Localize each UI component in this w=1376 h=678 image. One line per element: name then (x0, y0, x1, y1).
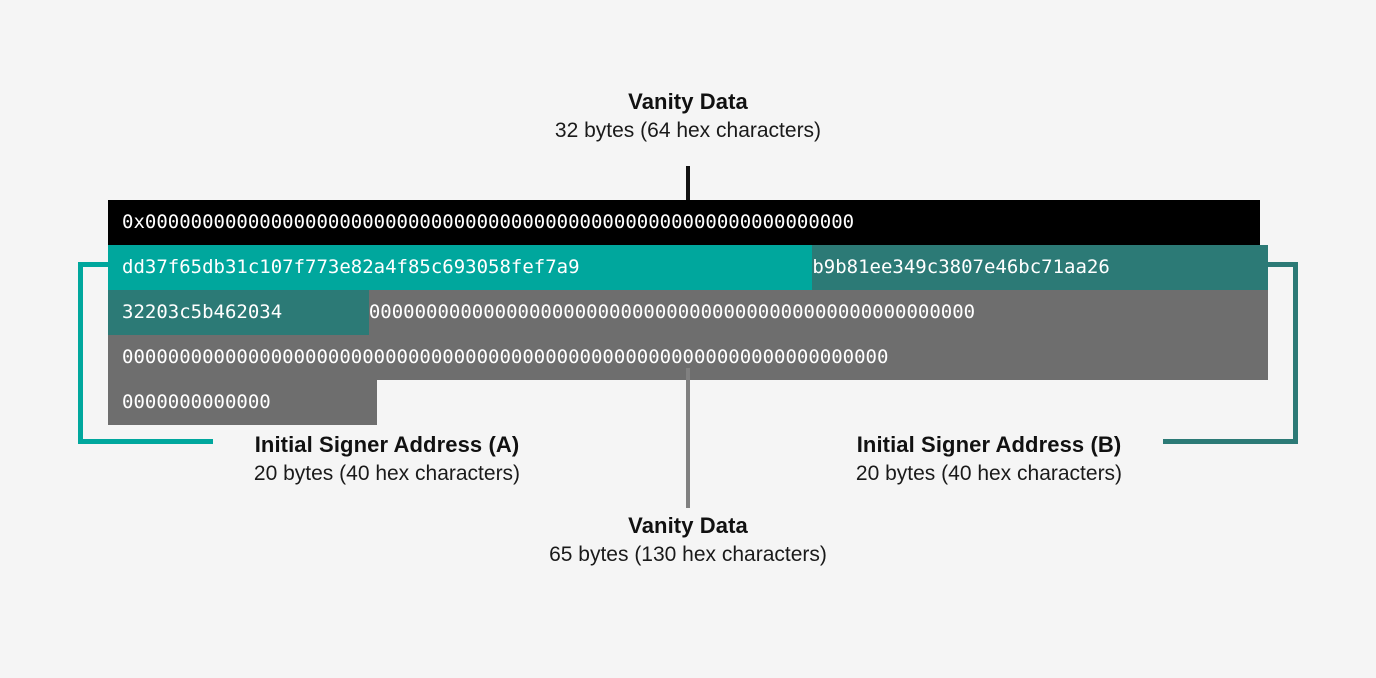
hex-segment-vanity-data-top: 0x00000000000000000000000000000000000000… (108, 200, 1260, 245)
hex-text: 0x00000000000000000000000000000000000000… (122, 211, 855, 233)
signer-a-label: Initial Signer Address (A) 20 bytes (40 … (137, 431, 637, 489)
hex-text: 32203c5b462034 (122, 301, 283, 323)
vanity-data-bottom-label: Vanity Data 65 bytes (130 hex characters… (388, 512, 988, 570)
hex-text: 0000000000000 (122, 391, 271, 413)
signer-a-detail: 20 bytes (40 hex characters) (253, 462, 521, 485)
signer-a-bracket (78, 262, 118, 444)
vanity-data-top-connector (686, 166, 690, 202)
vanity-data-bottom-title: Vanity Data (628, 513, 748, 538)
signer-b-title: Initial Signer Address (B) (856, 432, 1122, 457)
hex-text: b9b81ee349c3807e46bc71aa26 (812, 256, 1110, 278)
hex-text: 0000000000000000000000000000000000000000… (368, 301, 976, 323)
vanity-data-bottom-detail: 65 bytes (130 hex characters) (549, 543, 827, 566)
signer-b-label: Initial Signer Address (B) 20 bytes (40 … (739, 431, 1239, 489)
signer-a-bracket-stub (113, 439, 213, 444)
signer-b-bracket (1258, 262, 1298, 444)
hex-row: 0x00000000000000000000000000000000000000… (108, 200, 1268, 245)
hex-row: 32203c5b462034 00000000000000000000000000… (108, 290, 1268, 335)
hex-text: dd37f65db31c107f773e82a4f85c693058fef7a9 (122, 256, 580, 278)
vanity-data-top-detail: 32 bytes (64 hex characters) (554, 119, 822, 142)
vanity-data-top-title: Vanity Data (628, 89, 748, 114)
vanity-data-bottom-connector (686, 368, 690, 508)
hex-segment-vanity-data-bottom: 0000000000000 (108, 380, 378, 425)
hex-segment-initial-signer-address-a: dd37f65db31c107f773e82a4f85c693058fef7a9 (108, 245, 813, 290)
hex-text: 0000000000000000000000000000000000000000… (122, 346, 889, 368)
vanity-data-top-label: Vanity Data 32 bytes (64 hex characters) (388, 88, 988, 146)
signer-b-bracket-stub (1163, 439, 1263, 444)
hex-row: 0000000000000 (108, 380, 1268, 425)
signer-b-detail: 20 bytes (40 hex characters) (855, 462, 1123, 485)
hex-segment-initial-signer-address-b: b9b81ee349c3807e46bc71aa26 (812, 245, 1268, 290)
signer-a-title: Initial Signer Address (A) (254, 432, 520, 457)
hex-segment-vanity-data-bottom: 0000000000000000000000000000000000000000… (368, 290, 1268, 335)
hex-payload-block: 0x00000000000000000000000000000000000000… (108, 200, 1268, 425)
hex-row: dd37f65db31c107f773e82a4f85c693058fef7a9… (108, 245, 1268, 290)
hex-segment-initial-signer-address-b: 32203c5b462034 (108, 290, 369, 335)
